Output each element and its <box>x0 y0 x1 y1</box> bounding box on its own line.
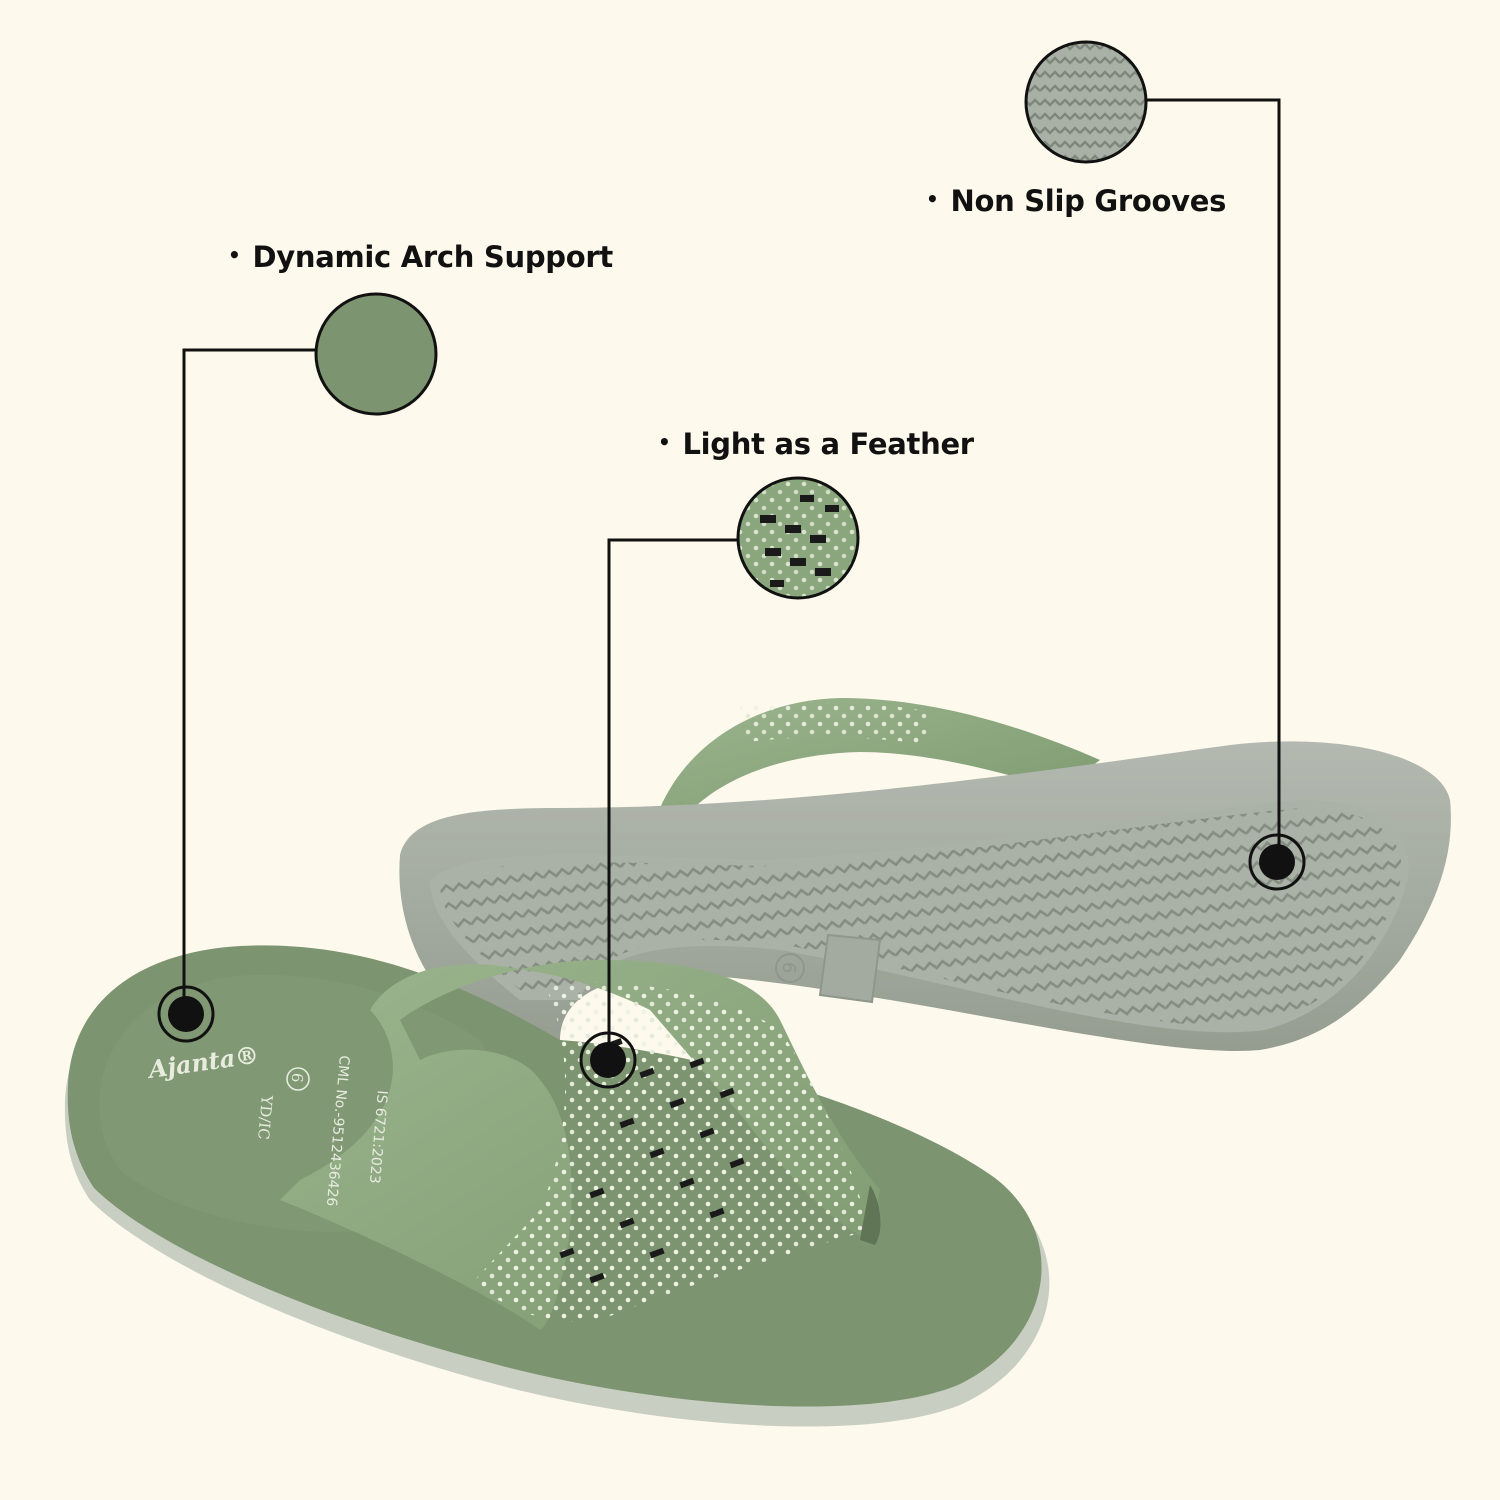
callout-arch-support <box>157 292 438 1043</box>
zoom-circle-feather <box>736 476 860 600</box>
back-sandal-size-emboss <box>818 933 882 1004</box>
footbed-size-symbol: 6 <box>288 1072 307 1083</box>
marker-dot-grooves <box>1259 844 1295 880</box>
marker-dot-arch <box>168 996 204 1032</box>
bullet: • <box>926 187 939 211</box>
sole-size: 6 <box>778 961 800 974</box>
front-sandal-embellished-panel <box>470 982 870 1322</box>
bullet: • <box>228 243 241 267</box>
leader-line-grooves <box>1146 98 1281 860</box>
callout-non-slip <box>1024 40 1306 891</box>
label-light-as-feather: • Light as a Feather <box>658 427 974 461</box>
leader-line-feather <box>607 538 738 1060</box>
label-text: Dynamic Arch Support <box>252 240 613 274</box>
leader-line-arch <box>182 348 316 1014</box>
marker-ring-feather <box>579 1031 637 1089</box>
marker-ring-grooves <box>1248 833 1306 891</box>
label-text: Light as a Feather <box>682 427 974 461</box>
front-sandal <box>64 945 1050 1427</box>
marker-dot-feather <box>590 1042 626 1078</box>
zoom-circle-grooves <box>1024 40 1148 164</box>
label-non-slip-grooves: • Non Slip Grooves <box>926 184 1226 218</box>
zoom-circle-arch <box>314 292 438 416</box>
footbed-size-code: YD/IC <box>254 1094 276 1141</box>
rhinestone-bars <box>559 1038 745 1284</box>
bullet: • <box>658 430 671 454</box>
label-text: Non Slip Grooves <box>950 184 1227 218</box>
callout-light-feather <box>579 476 860 1089</box>
marker-ring-arch <box>157 985 215 1043</box>
label-dynamic-arch-support: • Dynamic Arch Support <box>228 240 613 274</box>
